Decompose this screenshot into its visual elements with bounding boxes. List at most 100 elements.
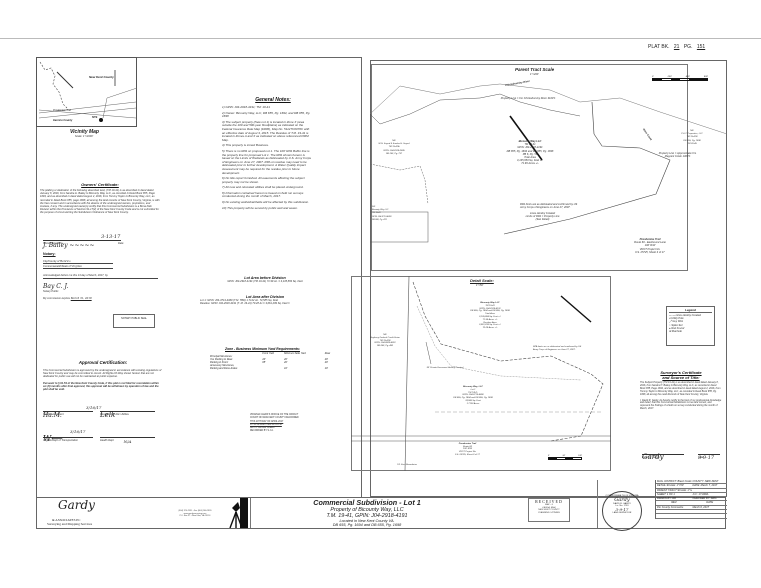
general-notes-title: General Notes: [255, 97, 291, 103]
approval-certification: Approval Certification: This Commercial … [43, 360, 163, 391]
owners-certificate-text: The platting or dedication of the follow… [40, 189, 160, 215]
title-divider-1 [250, 498, 251, 528]
title-location: Located in New Kent County VA. [339, 519, 395, 523]
table-row: PARENT TRACT SCALE: 1"=200' [656, 489, 727, 493]
vicinity-label-pocahontas: Pocahontas Trail [53, 109, 71, 112]
parent-owner-block: Bicounty Way LLC TM 19-41 GPIN: J04-2918… [506, 140, 554, 166]
title-block: Commercial Subdivision - Lot 1 Property … [252, 498, 482, 527]
table-row: Parking in Front:65'20'20' [210, 361, 329, 364]
parent-tract-scalebar: 0'200'400'600' [652, 76, 708, 81]
surveyor-signature-line: Gardy [642, 446, 684, 461]
right-sheet-frame [370, 60, 727, 497]
note-2: 2) Owner: Bicounty Way, LLC, DB 655, Pg.… [222, 110, 311, 119]
notary: Notary: City/County of Henrico Commonwea… [43, 252, 163, 300]
owner-signature: J. Bailey ~~~~~ [43, 242, 95, 249]
legend-item: ⤴ Guy Wire [669, 320, 684, 324]
title-owner: Property of Bicounty Way, LLC [330, 507, 404, 513]
title-deeds: DB 655, Pg. 1694 and DB 655, Pg. 1698 [332, 523, 402, 527]
approval-pursuant: Pursuant to § 91-53 of the New Kent Coun… [43, 381, 159, 392]
owners-certificate: Owners' Certificate: The platting or ded… [40, 182, 160, 215]
approval-sig-health-label: Health Dept [100, 439, 114, 442]
clerk-recording-stamp: VIRGINIA CLERK'S OFFICE OF THE CIRCUIT C… [250, 414, 299, 433]
notary-signature: Bay C. J. [43, 282, 69, 290]
vicinity-map-scale: Scale: 1"=2000' [75, 135, 94, 138]
approval-sig-health: N/A [100, 430, 155, 444]
table-row: Parking and Drive Aisles:10'10' [210, 367, 329, 370]
notary-seal: NOTARY PUBLIC SEAL [113, 314, 155, 328]
parent-tract-title: Parent Tract Scale [515, 67, 555, 72]
vicinity-map-drawing [38, 61, 138, 122]
legend-item: ● Rod Found [669, 326, 685, 330]
approval-title: Approval Certification: [78, 360, 128, 365]
company-logo: Gardy & ASSOCIATES PC Surveying and Mapp… [40, 498, 110, 528]
title-divider-2 [597, 480, 598, 528]
detail-lot1-block: Bicounty Way, LLC Lot 1 TM T.B.D. GPIN: … [453, 386, 493, 405]
parent-wetlands-note: RPA limits are as delineated and confirm… [520, 203, 578, 210]
plat-book-value: 21 [673, 44, 680, 50]
parent-tract-drawing [370, 83, 727, 243]
lot-area-after-title: Lot Area after Division [245, 295, 285, 299]
detail-drawing [351, 276, 611, 471]
detail-wetlands-note: RPA limits are as delineated and confirm… [533, 346, 582, 352]
surveyor-title-2: and Source of Title: [662, 375, 700, 380]
legend-item: ⌀ Utility Pole [669, 317, 684, 321]
detail-residue-block: Bicounty Way LLC TM 19-41 GPIN: J04-2918… [470, 302, 510, 330]
notary-title: Notary: [43, 252, 56, 256]
table-row: Principal Structures: [210, 355, 233, 358]
table-row: DETAIL SCALE: 1"=50'DATE: March 7, 2017 [656, 484, 727, 489]
company-contact: (804) 370-2331 • Fax (804) 966-2820 www.… [178, 510, 212, 518]
right-neighbor-block: N/F P & C Properties, LLC TM 19-41B DB 6… [681, 130, 703, 145]
legend-item: ○ Spike Set [669, 323, 683, 327]
lot-area-before-title: Lot Area before Division [244, 276, 286, 280]
vicinity-map-title: Vicinity Map [70, 129, 99, 135]
surveyor-certificate: Surveyor's Certificate and Source of Tit… [640, 370, 722, 411]
table-row: Accessory Structures, [210, 364, 235, 367]
approval-sig-agent-label: Subdivision Agent [43, 413, 64, 416]
plat-page-value: 151 [696, 44, 706, 50]
legend-item: — — Lines Hereby Created [669, 314, 701, 317]
detail-road-block: Pocahontas Trail Route 60 100' R/W VDOT … [455, 443, 480, 456]
vicinity-label-new-kent: New Kent County [89, 75, 114, 79]
note-10: 10) This property will be served by publ… [222, 205, 298, 210]
notary-state: Commonwealth/State of Virginia [43, 265, 113, 270]
dashed-line-icon: — — [669, 314, 675, 317]
rod-found-icon: ● [669, 326, 671, 330]
notary-city: City/County of Henrico [43, 260, 113, 265]
lot-area-after: Lot Area after Division Lot 1: GPIN: J04… [200, 295, 330, 305]
left-neighbor-block: N/F M.G. Sayed & Sandra H. Sayed TM 19-4… [378, 140, 410, 155]
surveyor-date-label: Date [698, 456, 704, 459]
note-8: 8) Information contained hereon is based… [222, 190, 304, 199]
company-tagline: Surveying and Mapping Services [47, 522, 93, 526]
zone-title: Zone - Business Minimum Yard Requirement… [225, 347, 300, 351]
plat-reference: PLAT BK. 21 PG. 151 [648, 44, 708, 50]
note-9: 9) No existing wells/drainfields will be… [222, 200, 310, 205]
table-row [656, 514, 727, 519]
company-name: & ASSOCIATES PC [52, 518, 81, 522]
parent-tract-scale: 1"=200' [530, 73, 539, 76]
approval-sig-utilities: Lelk [100, 404, 155, 419]
approval-sig-utilities-label: Director of Public Utilities [100, 413, 129, 416]
note-5: 5) There is no RPA on proposed Lot 1. Th… [222, 148, 312, 175]
bicounty-small-block: N/F Bicounty Way LLC TM 19-41 GPIN: J04-… [372, 206, 392, 221]
manhole-icon: ⊠ [669, 330, 672, 334]
owner-date-label: Date [118, 242, 124, 245]
lot-area-row-residue: Residue: GPIN: J04-2918-4191 (T. M. 19-4… [200, 302, 290, 306]
lot-area-row-lot1: Lot 1: GPIN: J04-3713-4360 (T.M. TBD) 1.… [200, 299, 279, 302]
received-stamp: RECEIVED MAY - 5 J-432-A, RH4. NEW KENT … [528, 498, 570, 522]
note-4: 4) This property is zoned Business. [222, 143, 269, 148]
detail-scale: 1"=50' [476, 284, 484, 287]
detail-bottom-label: C/L Kent Boundaries [397, 464, 418, 466]
vicinity-label-site: SITE [92, 116, 98, 119]
property-line-river-label: Property Line = C/L Chickahominy River 3… [500, 97, 556, 100]
detail-easement-label: 30' Private Easement Hereby Created [426, 367, 464, 369]
surveyor-text-2: I, David R. Gardy, do hereby certify to … [640, 398, 722, 411]
general-notes: General Notes: 1) GPIN: J04-2918-4191; T… [222, 97, 312, 210]
vicinity-map: New Kent County Henrico County Pocahonta… [36, 57, 138, 127]
approval-sig-vdot-date: 3/16/17 [70, 429, 86, 434]
owner-date: 3-13-17 [101, 234, 121, 240]
